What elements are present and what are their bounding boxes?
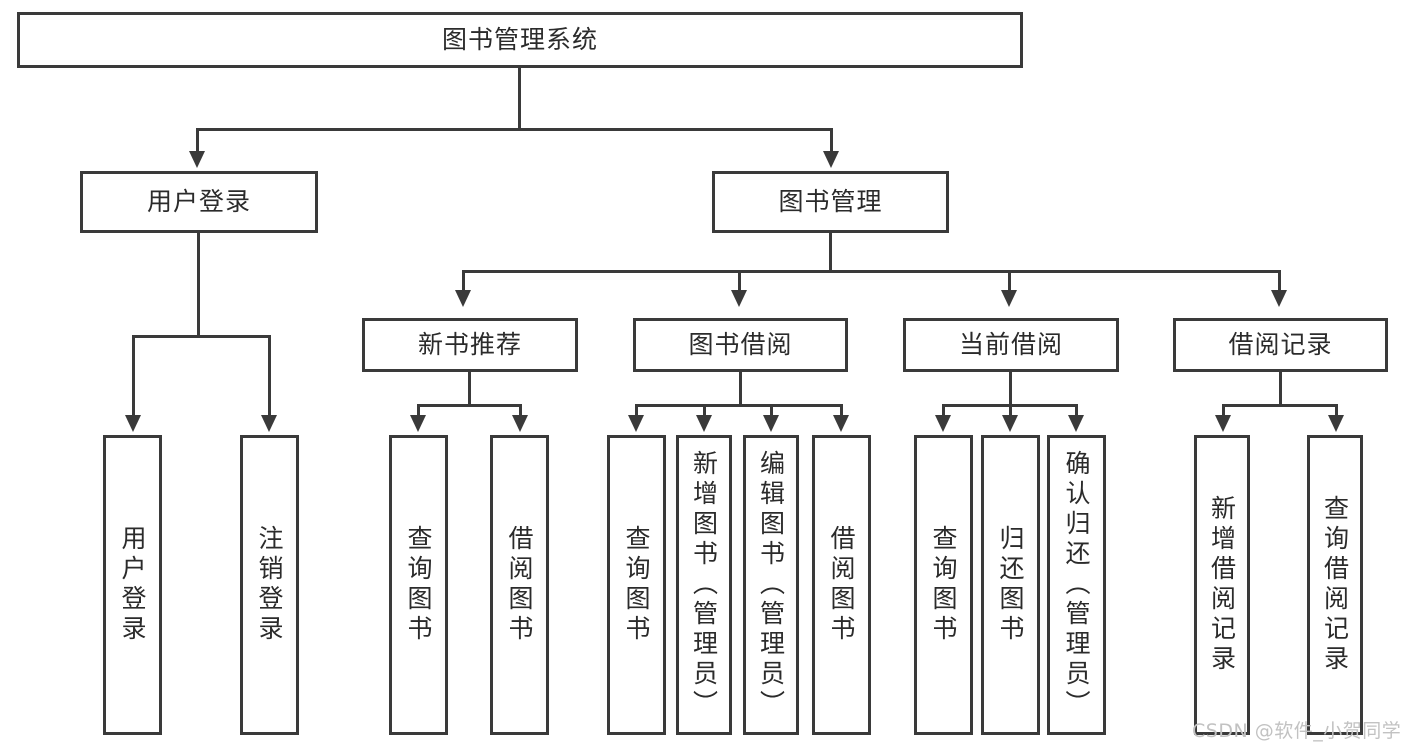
connector-book-borrow-to-leaf-2 bbox=[703, 404, 706, 417]
leaf-record-add[interactable]: 新增借阅记录 bbox=[1194, 435, 1250, 735]
connector-book-mgmt-stem bbox=[829, 233, 832, 270]
connector-root-to-book-mgmt bbox=[830, 128, 833, 153]
node-label: 新书推荐 bbox=[417, 330, 522, 360]
arrowhead-user-login-leaf-1 bbox=[125, 415, 141, 432]
arrowhead-current-borrow-leaf-3 bbox=[1068, 415, 1084, 432]
arrowhead-to-current-borrow bbox=[1001, 290, 1017, 307]
node-label: 归还图书 bbox=[996, 525, 1025, 645]
connector-new-book-to-leaf-2 bbox=[519, 404, 522, 417]
arrowhead-to-book-borrow bbox=[731, 290, 747, 307]
node-new-book-recommend[interactable]: 新书推荐 bbox=[362, 318, 578, 372]
node-label: 注销登录 bbox=[255, 525, 284, 645]
leaf-new-book-query[interactable]: 查询图书 bbox=[389, 435, 448, 735]
connector-root-stem bbox=[518, 68, 521, 128]
leaf-current-return-book[interactable]: 归还图书 bbox=[981, 435, 1040, 735]
connector-user-login-stem bbox=[197, 233, 200, 335]
node-label: 图书管理系统 bbox=[441, 25, 598, 55]
node-label: 确认归还（管理员） bbox=[1062, 450, 1091, 720]
connector-current-borrow-stem bbox=[1009, 372, 1012, 404]
arrowhead-new-book-leaf-2 bbox=[512, 415, 528, 432]
leaf-borrow-add-book-admin[interactable]: 新增图书（管理员） bbox=[676, 435, 732, 735]
connector-new-book-to-leaf-1 bbox=[417, 404, 420, 417]
node-label: 用户登录 bbox=[146, 187, 251, 217]
node-current-borrow[interactable]: 当前借阅 bbox=[903, 318, 1119, 372]
connector-book-borrow-bar bbox=[635, 404, 843, 407]
connector-current-borrow-to-leaf-3 bbox=[1075, 404, 1078, 417]
node-book-borrow[interactable]: 图书借阅 bbox=[633, 318, 848, 372]
connector-current-borrow-to-leaf-2 bbox=[1009, 404, 1012, 417]
arrowhead-book-borrow-leaf-2 bbox=[696, 415, 712, 432]
connector-book-borrow-to-leaf-4 bbox=[840, 404, 843, 417]
node-label: 当前借阅 bbox=[958, 330, 1063, 360]
arrowhead-new-book-leaf-1 bbox=[410, 415, 426, 432]
arrowhead-borrow-record-leaf-1 bbox=[1215, 415, 1231, 432]
arrowhead-to-borrow-record bbox=[1271, 290, 1287, 307]
connector-user-login-to-leaf-2 bbox=[268, 335, 271, 417]
connector-borrow-record-to-leaf-1 bbox=[1222, 404, 1225, 417]
watermark-csdn: CSDN @软件_小贺同学 bbox=[1192, 720, 1402, 742]
node-label: 图书管理 bbox=[778, 187, 883, 217]
node-user-login[interactable]: 用户登录 bbox=[80, 171, 318, 233]
arrowhead-to-new-book bbox=[455, 290, 471, 307]
node-label: 查询图书 bbox=[404, 525, 433, 645]
arrowhead-book-borrow-leaf-4 bbox=[833, 415, 849, 432]
leaf-record-query[interactable]: 查询借阅记录 bbox=[1307, 435, 1363, 735]
leaf-user-login[interactable]: 用户登录 bbox=[103, 435, 162, 735]
connector-root-to-user-login bbox=[196, 128, 199, 153]
arrowhead-to-book-mgmt bbox=[823, 151, 839, 168]
connector-book-mgmt-to-borrow-record bbox=[1278, 270, 1281, 292]
connector-borrow-record-to-leaf-2 bbox=[1335, 404, 1338, 417]
arrowhead-user-login-leaf-2 bbox=[261, 415, 277, 432]
leaf-borrow-edit-book-admin[interactable]: 编辑图书（管理员） bbox=[743, 435, 799, 735]
connector-user-login-to-leaf-1 bbox=[132, 335, 135, 417]
arrowhead-to-user-login bbox=[189, 151, 205, 168]
arrowhead-book-borrow-leaf-1 bbox=[628, 415, 644, 432]
connector-borrow-record-bar bbox=[1222, 404, 1338, 407]
arrowhead-current-borrow-leaf-2 bbox=[1002, 415, 1018, 432]
connector-book-borrow-to-leaf-3 bbox=[770, 404, 773, 417]
connector-book-borrow-stem bbox=[739, 372, 742, 404]
connector-user-login-bar bbox=[132, 335, 271, 338]
node-label: 借阅图书 bbox=[827, 525, 856, 645]
node-label: 查询图书 bbox=[929, 525, 958, 645]
arrowhead-borrow-record-leaf-2 bbox=[1328, 415, 1344, 432]
node-label: 图书借阅 bbox=[688, 330, 793, 360]
leaf-new-book-borrow[interactable]: 借阅图书 bbox=[490, 435, 549, 735]
arrowhead-current-borrow-leaf-1 bbox=[935, 415, 951, 432]
node-label: 编辑图书（管理员） bbox=[756, 450, 786, 720]
node-label: 查询图书 bbox=[622, 525, 651, 645]
connector-book-mgmt-to-book-borrow bbox=[738, 270, 741, 292]
node-root-library-system[interactable]: 图书管理系统 bbox=[17, 12, 1023, 68]
leaf-current-confirm-return-admin[interactable]: 确认归还（管理员） bbox=[1047, 435, 1106, 735]
node-label: 新增图书（管理员） bbox=[689, 450, 719, 720]
leaf-logout[interactable]: 注销登录 bbox=[240, 435, 299, 735]
node-label: 用户登录 bbox=[118, 525, 147, 645]
leaf-borrow-borrow-book[interactable]: 借阅图书 bbox=[812, 435, 871, 735]
node-label: 借阅记录 bbox=[1228, 330, 1333, 360]
node-label: 新增借阅记录 bbox=[1207, 495, 1237, 675]
arrowhead-book-borrow-leaf-3 bbox=[763, 415, 779, 432]
connector-book-mgmt-to-current-borrow bbox=[1008, 270, 1011, 292]
leaf-borrow-query-book[interactable]: 查询图书 bbox=[607, 435, 666, 735]
node-borrow-record[interactable]: 借阅记录 bbox=[1173, 318, 1388, 372]
connector-current-borrow-to-leaf-1 bbox=[942, 404, 945, 417]
connector-root-bar bbox=[196, 128, 833, 131]
node-label: 查询借阅记录 bbox=[1320, 495, 1350, 675]
connector-new-book-stem bbox=[468, 372, 471, 404]
connector-book-borrow-to-leaf-1 bbox=[635, 404, 638, 417]
connector-book-mgmt-bar bbox=[462, 270, 1281, 273]
connector-borrow-record-stem bbox=[1279, 372, 1282, 404]
node-label: 借阅图书 bbox=[505, 525, 534, 645]
connector-new-book-bar bbox=[417, 404, 522, 407]
leaf-current-query-book[interactable]: 查询图书 bbox=[914, 435, 973, 735]
connector-book-mgmt-to-new-book bbox=[462, 270, 465, 292]
node-book-management[interactable]: 图书管理 bbox=[712, 171, 949, 233]
